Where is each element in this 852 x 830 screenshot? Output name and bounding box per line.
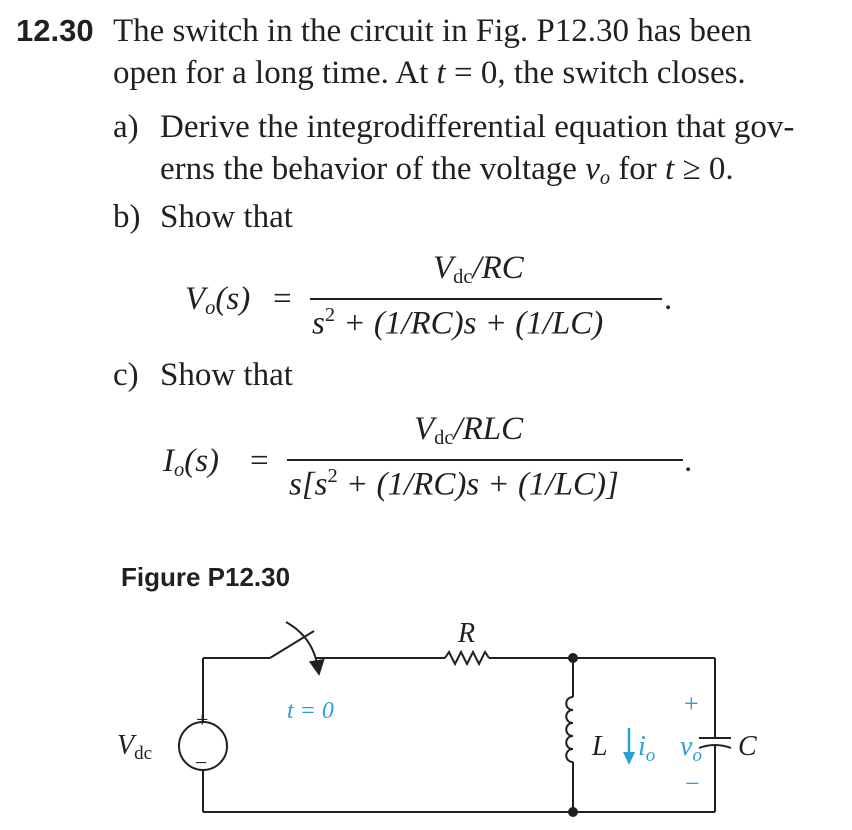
source-label: Vdc bbox=[117, 730, 152, 764]
inductor-label: L bbox=[591, 731, 608, 762]
source-minus: − bbox=[195, 750, 207, 775]
resistor-symbol bbox=[444, 649, 490, 667]
current-label: io bbox=[638, 731, 655, 766]
inductor-symbol bbox=[565, 696, 574, 763]
voltage-source bbox=[178, 721, 228, 771]
part-b-label: b) bbox=[113, 199, 141, 235]
switch-blade bbox=[269, 630, 315, 659]
eq-c-period: . bbox=[684, 443, 693, 479]
problem-number: 12.30 bbox=[16, 13, 94, 48]
eq-c-fraction-bar bbox=[287, 459, 683, 461]
part-b-text: Show that bbox=[160, 199, 293, 235]
eq-b-period: . bbox=[664, 281, 673, 317]
eq-b-denominator: s2 + (1/RC)s + (1/LC) bbox=[312, 304, 604, 342]
figure-title: Figure P12.30 bbox=[121, 562, 291, 592]
eq-b-lhs: Vo(s) bbox=[185, 281, 251, 320]
voltage-plus: + bbox=[684, 689, 699, 718]
current-arrowhead bbox=[623, 752, 635, 765]
node-top bbox=[568, 653, 578, 663]
eq-b-equals: = bbox=[273, 281, 292, 317]
eq-c-numerator: Vdc/RLC bbox=[414, 411, 524, 450]
capacitor-plate-bottom bbox=[698, 744, 732, 749]
switch-arc bbox=[285, 621, 325, 676]
node-bottom bbox=[568, 807, 578, 817]
capacitor-label: C bbox=[738, 731, 757, 762]
part-a-line-2: erns the behavior of the voltage vo for … bbox=[160, 151, 734, 190]
intro-line-2: open for a long time. At t = 0, the swit… bbox=[113, 55, 746, 91]
eq-c-equals: = bbox=[250, 443, 269, 479]
intro-line-1: The switch in the circuit in Fig. P12.30… bbox=[113, 13, 752, 49]
eq-b-fraction-bar bbox=[310, 298, 662, 300]
part-c-text: Show that bbox=[160, 357, 293, 393]
eq-c-denominator: s[s2 + (1/RC)s + (1/LC)] bbox=[289, 465, 619, 503]
voltage-label: vo bbox=[680, 731, 702, 766]
switch-label: t = 0 bbox=[287, 698, 334, 724]
part-a-line-1: Derive the integrodifferential equation … bbox=[160, 109, 795, 145]
eq-c-lhs: Io(s) bbox=[163, 443, 220, 482]
resistor-label: R bbox=[457, 618, 475, 649]
voltage-minus: − bbox=[685, 769, 700, 798]
part-a-label: a) bbox=[113, 109, 139, 145]
part-c-label: c) bbox=[113, 357, 139, 393]
eq-b-numerator: Vdc/RC bbox=[433, 250, 524, 289]
source-plus: + bbox=[196, 707, 208, 732]
